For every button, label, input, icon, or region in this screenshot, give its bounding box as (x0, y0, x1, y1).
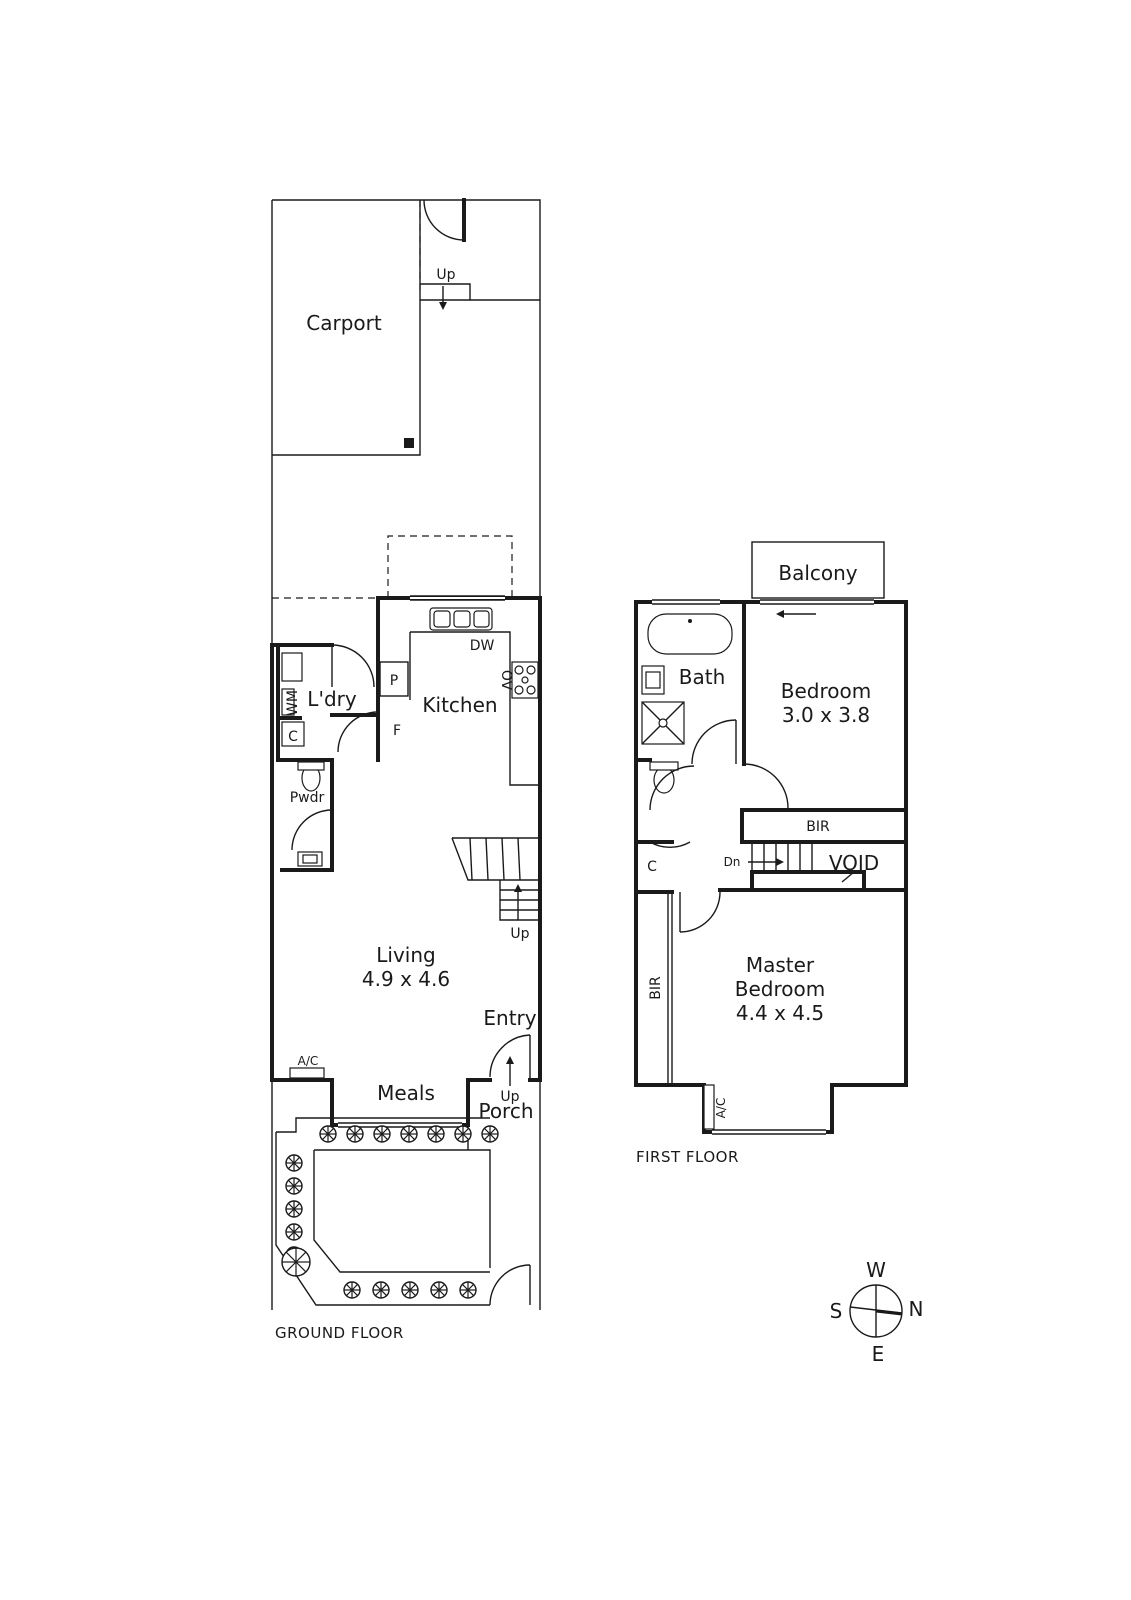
shrub-icon (373, 1125, 391, 1143)
bedroom-bir-label: BIR (806, 819, 830, 835)
internal-stairs-label: Up (510, 926, 529, 942)
bedroom-label: Bedroom (781, 679, 871, 703)
shrub-icon (454, 1125, 472, 1143)
master-bedroom-label-line1: Master (746, 953, 815, 977)
porch-steps-label: Up (500, 1089, 519, 1105)
master-bedroom-size: 4.4 x 4.5 (736, 1001, 824, 1025)
porch-label: Porch (478, 1099, 533, 1123)
washing-machine-label: WM (285, 690, 301, 716)
fridge-label: F (393, 723, 401, 739)
shrub-icon (427, 1125, 445, 1143)
shrub-icon (346, 1125, 364, 1143)
kitchen-label: Kitchen (422, 693, 497, 717)
shrub-icon (430, 1281, 448, 1299)
first-floor-ac-label: A/C (714, 1098, 728, 1119)
laundry-label: L'dry (307, 687, 357, 711)
ground-floor-plan: Carport Up L'dry Kitchen DW OV P F WM C … (270, 198, 542, 1342)
first-floor-stairs (679, 842, 855, 933)
compass-north-label: N (909, 1297, 924, 1321)
compass-rose: W S N E (830, 1258, 924, 1366)
compass-south-label: S (830, 1299, 843, 1323)
shrub-icon (481, 1125, 499, 1143)
first-floor-caption: FIRST FLOOR (636, 1148, 739, 1166)
internal-stairs (451, 837, 540, 921)
garden-shrubs (281, 1125, 499, 1299)
kitchen-bench (379, 607, 540, 786)
linen-cupboard-label: C (647, 859, 657, 875)
shrub-icon (400, 1125, 418, 1143)
shrub-icon (319, 1125, 337, 1143)
bath-fixtures (641, 613, 789, 849)
carport-label: Carport (306, 311, 382, 335)
first-floor-walls (634, 600, 908, 1134)
bath-label: Bath (679, 665, 726, 689)
living-size: 4.9 x 4.6 (362, 967, 450, 991)
ground-ac-label: A/C (298, 1054, 319, 1068)
powder-room-label: Pwdr (290, 790, 325, 806)
shrub-icon (281, 1247, 311, 1277)
bedroom-size: 3.0 x 3.8 (782, 703, 870, 727)
master-bir-label: BIR (648, 976, 664, 1000)
pantry-label: P (390, 673, 398, 689)
shrub-icon (401, 1281, 419, 1299)
first-floor-plan: Balcony Bath Bedroom 3.0 x 3.8 BIR C Dn … (634, 541, 908, 1166)
courtyard-garden (275, 1117, 531, 1306)
carport-area (272, 198, 540, 456)
dishwasher-label: DW (470, 638, 495, 654)
shrub-icon (285, 1177, 303, 1195)
shrub-icon (285, 1200, 303, 1218)
balcony-label: Balcony (778, 561, 857, 585)
compass-west-label: W (866, 1258, 886, 1282)
ground-floor-caption: GROUND FLOOR (275, 1324, 404, 1342)
shrub-icon (285, 1154, 303, 1172)
carport-steps-label: Up (436, 267, 455, 283)
shrub-icon (372, 1281, 390, 1299)
void-label: VOID (829, 851, 879, 875)
laundry-cupboard-label: C (288, 729, 298, 745)
oven-label: OV (498, 670, 514, 691)
stairs-down-label: Dn (724, 855, 741, 869)
shrub-icon (285, 1223, 303, 1241)
shrub-icon (343, 1281, 361, 1299)
entry-label: Entry (483, 1006, 536, 1030)
shrub-icon (459, 1281, 477, 1299)
meals-label: Meals (377, 1081, 435, 1105)
master-bedroom-label-line2: Bedroom (735, 977, 825, 1001)
living-label: Living (376, 943, 435, 967)
compass-east-label: E (872, 1342, 885, 1366)
balcony-outline (751, 541, 885, 599)
